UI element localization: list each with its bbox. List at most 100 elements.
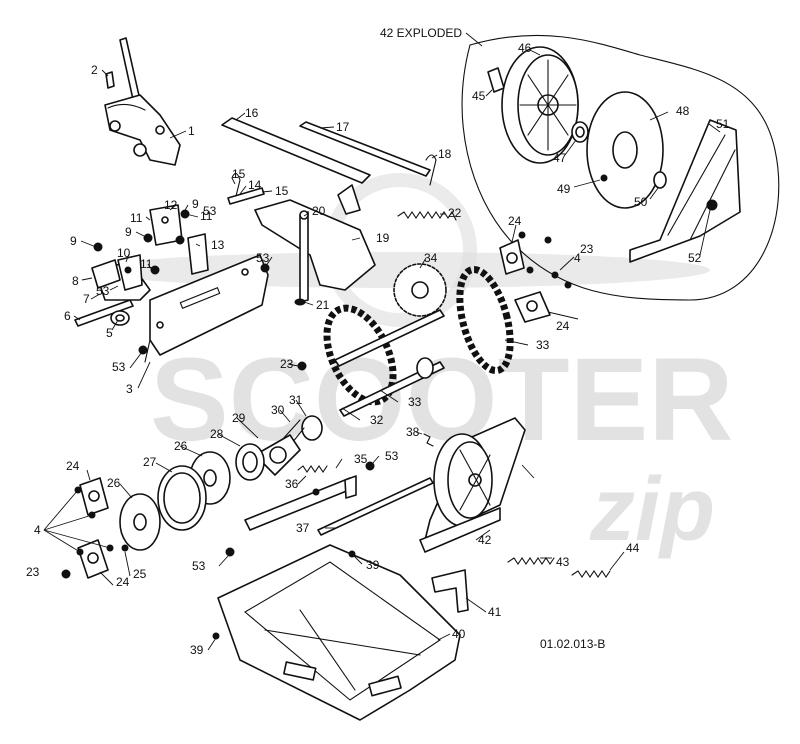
part-13-bracket — [187, 233, 209, 275]
part-19-bracket — [254, 199, 376, 303]
part-39-screw — [212, 550, 356, 640]
part-24-flange-upper-right — [499, 239, 525, 275]
part-44-spring — [571, 570, 611, 578]
part-33-chain-right — [456, 265, 514, 375]
label-49: 49 — [557, 182, 571, 196]
label-10: 10 — [117, 246, 131, 260]
part-34-sprocket — [393, 263, 447, 317]
exploded-callout-leader — [465, 32, 483, 47]
label-5: 5 — [106, 326, 113, 340]
label-42: 42 — [478, 533, 492, 547]
label-4-lower: 4 — [34, 523, 41, 537]
label-2: 2 — [91, 63, 98, 77]
part-15-spring-clip — [231, 172, 241, 197]
label-51: 51 — [716, 117, 730, 131]
part-43-spring — [507, 557, 555, 565]
label-13: 13 — [211, 238, 225, 252]
label-53-d: 53 — [112, 360, 126, 374]
part-28-bearing — [235, 443, 265, 481]
label-9-b: 9 — [125, 225, 132, 239]
label-37: 37 — [296, 521, 310, 535]
callout-labels: 42 EXPLODED 01.02.013-B 1 2 3 4 4 5 6 7 … — [26, 26, 730, 657]
part-42-pulley-housing — [419, 417, 526, 553]
label-23-c: 23 — [26, 565, 40, 579]
label-53-f: 53 — [192, 559, 206, 573]
part-21-washer — [294, 298, 306, 306]
label-8: 8 — [72, 274, 79, 288]
watermark-brand: SCOOTER — [150, 334, 734, 466]
label-9-a: 9 — [70, 234, 77, 248]
part-36-spring — [297, 465, 328, 473]
label-24-a: 24 — [508, 214, 522, 228]
part-18-clip — [425, 154, 437, 186]
part-50-washer — [653, 171, 667, 189]
label-50: 50 — [634, 195, 648, 209]
label-53-b: 53 — [96, 284, 110, 298]
label-18: 18 — [438, 147, 452, 161]
label-22: 22 — [448, 206, 462, 220]
label-31: 31 — [289, 393, 303, 407]
label-40: 40 — [452, 627, 466, 641]
part-32-axle — [334, 309, 445, 417]
label-33-b: 33 — [536, 338, 550, 352]
label-48: 48 — [676, 104, 690, 118]
label-32: 32 — [370, 413, 384, 427]
label-24-b: 24 — [556, 319, 570, 333]
fasteners-left — [93, 209, 270, 355]
label-36: 36 — [285, 477, 299, 491]
drawing-code: 01.02.013-B — [540, 637, 605, 651]
part-16-rod — [221, 117, 371, 215]
label-38: 38 — [406, 425, 420, 439]
label-45: 45 — [472, 89, 486, 103]
label-26-a: 26 — [174, 439, 188, 453]
label-19: 19 — [376, 231, 390, 245]
label-52: 52 — [688, 251, 702, 265]
label-20: 20 — [312, 204, 326, 218]
part-52-bolt — [706, 199, 718, 211]
part-14-link — [227, 187, 265, 205]
label-9-c: 9 — [192, 197, 199, 211]
part-24-flange-bearing-upper — [79, 477, 109, 516]
label-3: 3 — [126, 382, 133, 396]
label-24-c: 24 — [66, 459, 80, 473]
watermark-script: zip — [589, 460, 715, 560]
part-24-flange-lower-right — [514, 291, 551, 323]
part-51-housing — [629, 119, 741, 263]
label-53-e: 53 — [385, 449, 399, 463]
part-41-bracket — [431, 569, 469, 613]
part-46-pulley-half — [501, 46, 579, 164]
part-22-spring — [397, 210, 457, 221]
part-38-pin — [423, 433, 434, 447]
part-48-pulley-half — [586, 91, 664, 209]
label-53-c: 53 — [256, 251, 270, 265]
label-26-b: 26 — [107, 476, 121, 490]
part-1-shift-lever — [104, 37, 181, 166]
part-49-nut — [600, 174, 608, 182]
part-17-link-bar — [299, 121, 431, 177]
label-11-a: 11 — [130, 211, 143, 225]
label-7: 7 — [83, 292, 90, 306]
label-6: 6 — [64, 309, 71, 323]
label-46: 46 — [518, 41, 532, 55]
label-25: 25 — [133, 567, 147, 581]
part-26-plate — [119, 493, 161, 551]
label-11-b: 11 — [200, 209, 213, 223]
label-53-a: 53 — [203, 204, 217, 218]
part-29-hub — [254, 434, 301, 476]
label-39-a: 39 — [366, 558, 380, 572]
label-35: 35 — [354, 452, 368, 466]
part-31-ring — [301, 415, 323, 441]
label-23-a: 23 — [280, 357, 294, 371]
part-5-bushing — [110, 310, 130, 326]
label-39-b: 39 — [190, 643, 204, 657]
label-24-d: 24 — [116, 575, 130, 589]
part-24-flange-bearing-lower — [77, 539, 109, 579]
label-29: 29 — [232, 411, 246, 425]
label-34: 34 — [424, 251, 438, 265]
label-16: 16 — [245, 106, 259, 120]
label-11-c: 11 — [140, 257, 153, 271]
fasteners-right — [518, 231, 572, 289]
label-4-upper: 4 — [574, 251, 581, 265]
label-12: 12 — [164, 198, 178, 212]
part-2-screw — [105, 71, 115, 89]
